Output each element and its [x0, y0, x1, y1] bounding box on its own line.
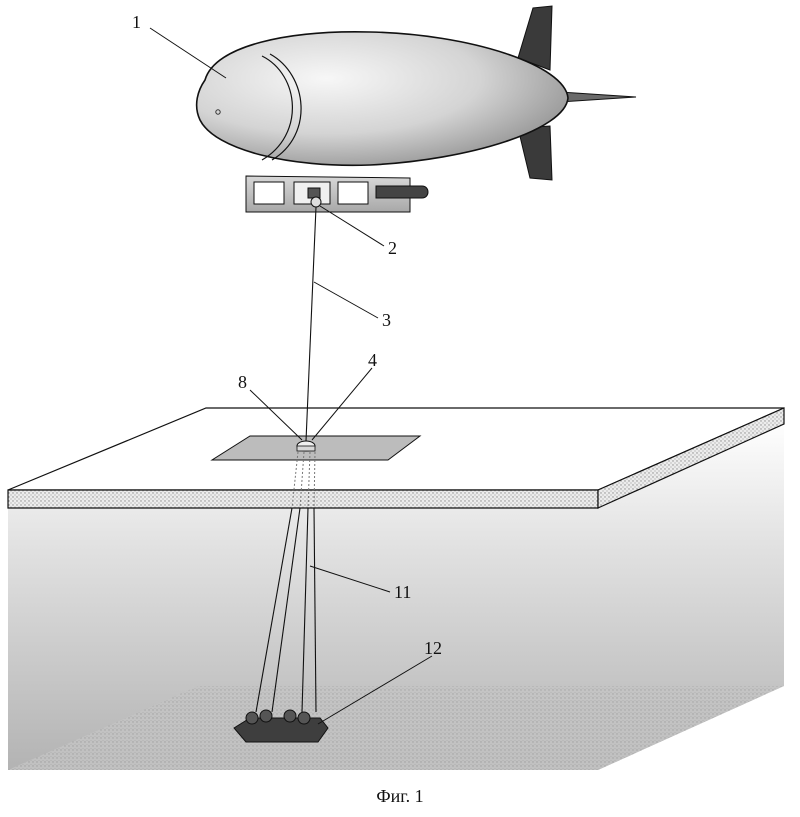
ice-plate [7, 407, 785, 509]
callout-4: 4 [368, 350, 377, 370]
callout-12: 12 [424, 638, 442, 658]
callout-3: 3 [382, 310, 391, 330]
beam-dotted-4 [313, 451, 316, 509]
leader-3 [313, 281, 379, 319]
ice-plate-side-edge [597, 407, 785, 509]
leader-11 [309, 565, 391, 593]
underwater-beam-4 [313, 507, 317, 713]
airship-seam-2 [269, 53, 302, 161]
leader-2 [319, 205, 385, 247]
airship-side-fin [559, 91, 637, 103]
vehicle-wheel-2 [259, 709, 273, 723]
seabed [8, 686, 784, 770]
leader-12 [317, 655, 433, 725]
callout-2: 2 [388, 238, 397, 258]
underwater-beams [255, 507, 317, 713]
laser-emitter [310, 196, 322, 208]
callout-8: 8 [238, 372, 247, 392]
ice-opening [210, 435, 422, 461]
beam-dotted-1 [291, 451, 299, 509]
airship-nose-marker [215, 109, 221, 115]
leader-1 [149, 27, 227, 79]
callout-1: 1 [132, 12, 141, 32]
leader-4 [311, 367, 373, 441]
airship-top-fin [517, 5, 553, 71]
underwater-beam-2 [271, 507, 301, 713]
vehicle-wheel-4 [297, 711, 311, 725]
vehicle-wheel-1 [245, 711, 259, 725]
beam-through-ice [291, 451, 316, 509]
receiver-buoy-body [296, 445, 316, 452]
gondola [245, 175, 429, 213]
leader-lines [149, 27, 433, 725]
figure-caption: Фиг. 1 [376, 786, 424, 806]
airship-hull [195, 31, 569, 167]
laser-beam [305, 206, 317, 442]
beam-dotted-2 [299, 451, 305, 509]
callout-labels: 1 2 3 4 8 11 12 [132, 12, 442, 658]
airship [195, 5, 637, 213]
ice-plate-front-edge [7, 489, 599, 509]
airship-seam-1 [261, 55, 293, 161]
underwater-beam-3 [301, 507, 309, 713]
gondola-window-3 [337, 181, 369, 205]
leader-8 [249, 389, 303, 441]
callout-11: 11 [394, 582, 411, 602]
gondola-window-1 [253, 181, 285, 205]
beam-dotted-3 [307, 451, 311, 509]
underwater-vehicle [233, 709, 329, 743]
underwater-beam-1 [255, 507, 293, 713]
vehicle-wheel-3 [283, 709, 297, 723]
engine-pod [375, 185, 429, 199]
gondola-device [307, 187, 321, 199]
